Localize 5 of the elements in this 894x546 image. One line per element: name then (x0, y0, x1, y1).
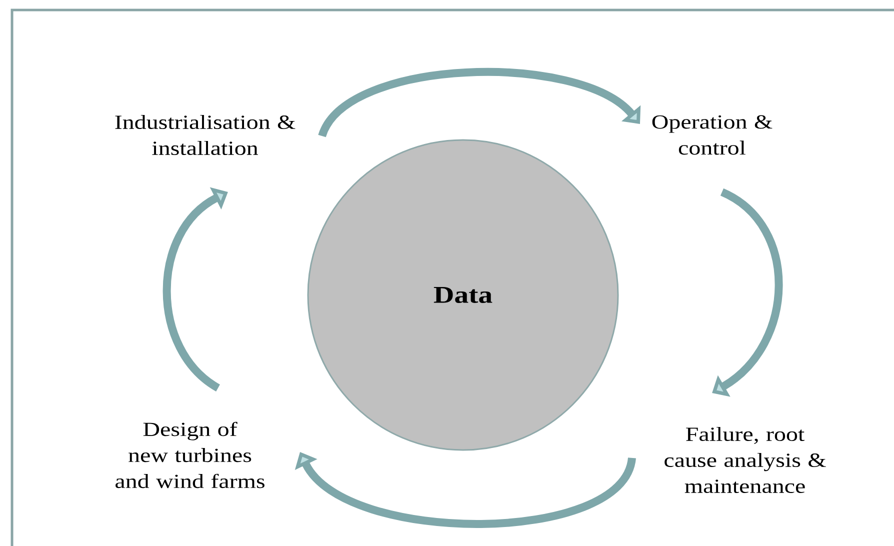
stage-label: Industrialisation & installation (115, 114, 296, 156)
stage-label: Design of new turbines and wind farms (116, 422, 264, 488)
curved-arrow (318, 68, 641, 138)
stage-label: Operation & control (652, 115, 772, 155)
stage-label: Failure, root cause analysis & maintenance (664, 426, 826, 494)
